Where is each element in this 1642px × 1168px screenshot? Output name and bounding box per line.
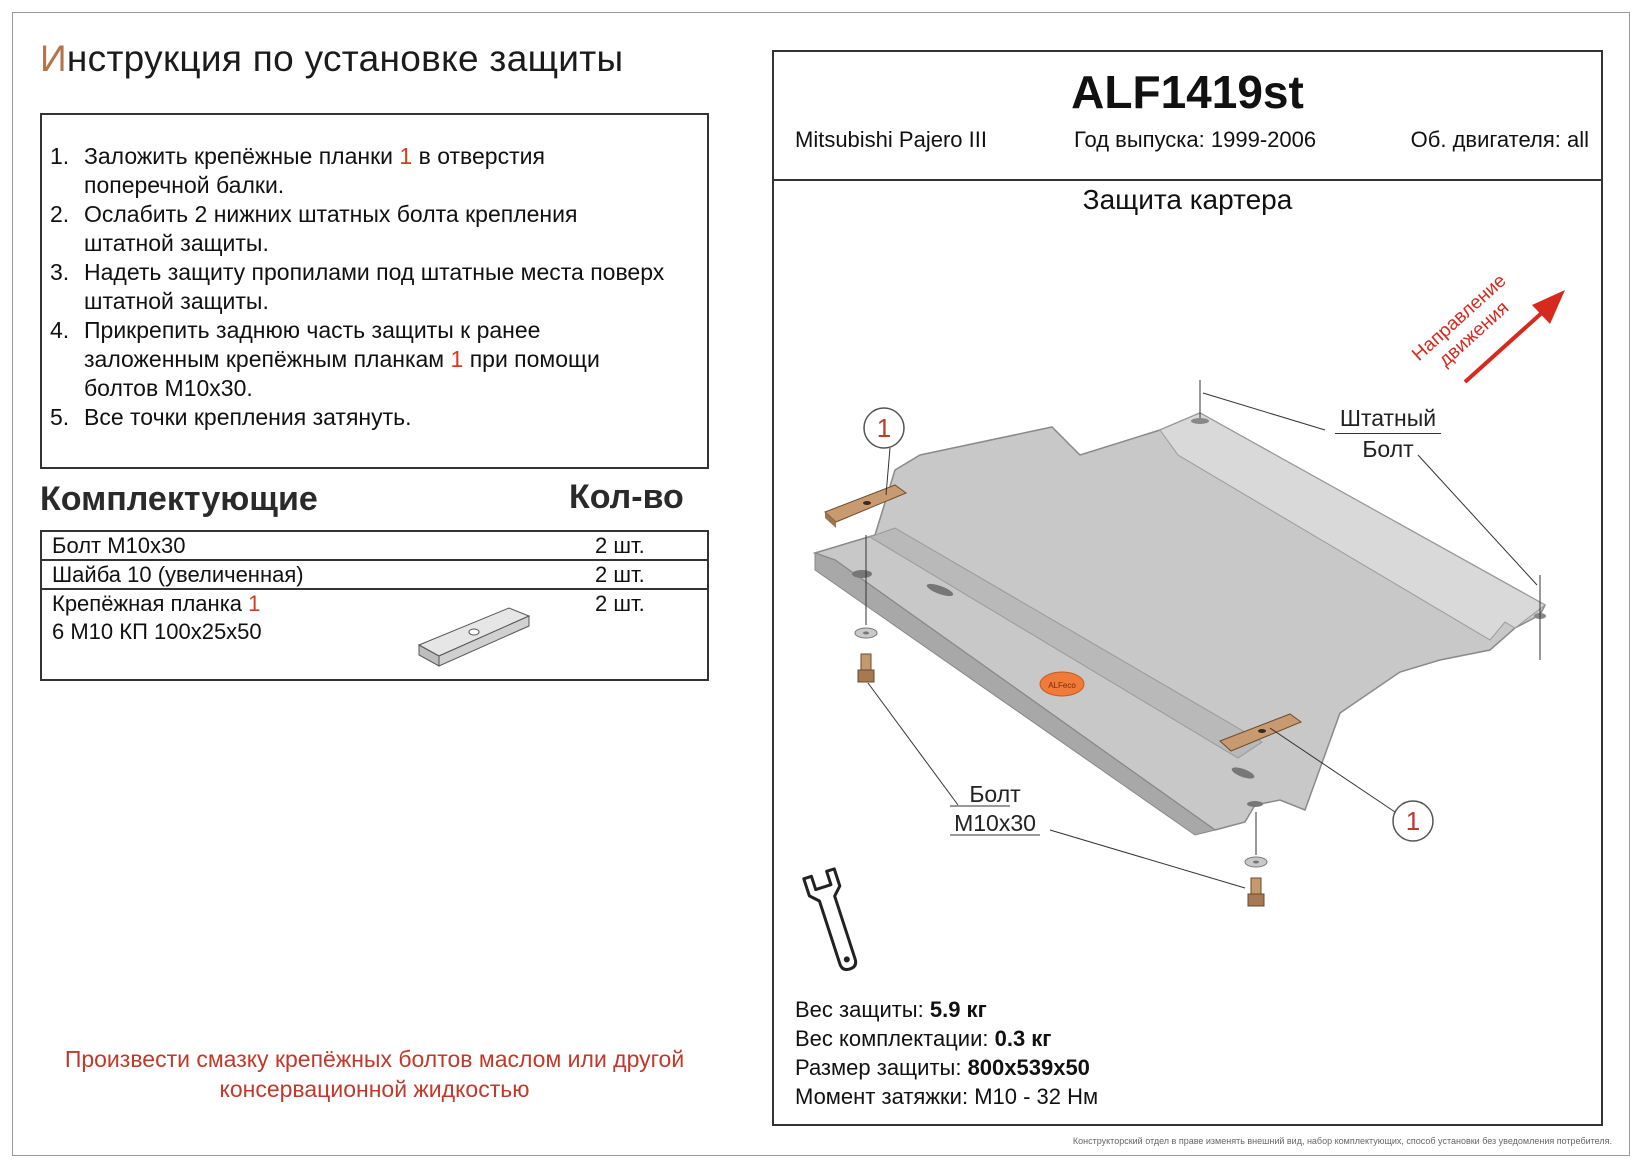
logo-badge: [1039, 671, 1085, 697]
kit-table: Болт М10х30 2 шт. Шайба 10 (увеличенная)…: [40, 530, 709, 681]
product-code: ALF1419st: [1071, 66, 1304, 118]
slot: [926, 583, 954, 597]
spec-torque: Момент затяжки: М10 - 32 Нм: [795, 1084, 1099, 1109]
instruction-step: 1.Заложить крепёжные планки 1 в отверсти…: [50, 143, 545, 198]
plate-channel: [868, 527, 1263, 759]
specs-list: Вес защиты: 5.9 кг Вес комплектации: 0.3…: [795, 995, 1098, 1111]
instruction-step: 5.Все точки крепления затянуть.: [50, 404, 412, 430]
spec-weight: Вес защиты: 5.9 кг: [795, 997, 987, 1022]
instruction-step: 3.Надеть защиту пропилами под штатные ме…: [50, 259, 665, 314]
kit-row: Шайба 10 (увеличенная) 2 шт.: [42, 561, 707, 590]
direction-arrow: [1463, 308, 1547, 384]
disclaimer: Конструкторский отдел в праве изменять в…: [1072, 1136, 1612, 1146]
spec-kit-weight: Вес комплектации: 0.3 кг: [795, 1026, 1052, 1051]
callout-number: 1: [877, 413, 891, 443]
slot: [1231, 767, 1255, 779]
qty-heading: Кол-во: [569, 478, 684, 516]
callout-circle: [863, 407, 905, 449]
leader-line: [1417, 454, 1538, 586]
kit-row: Болт М10х30 2 шт.: [42, 532, 707, 561]
page-title: Инструкция по установке защиты: [40, 38, 624, 79]
logo-text: ALFeco: [1048, 681, 1076, 690]
page-frame: [12, 12, 1630, 1156]
spec-size: Размер защиты: 800х539х50: [795, 1055, 1090, 1080]
instruction-step: 2.Ослабить 2 нижних штатных болта крепле…: [50, 201, 578, 256]
slot: [1247, 801, 1263, 807]
slot: [1191, 418, 1209, 424]
vehicle-model: Mitsubishi Pajero III: [795, 127, 987, 152]
bolt-label: Болт М10х30: [954, 781, 1036, 836]
instructions-box: 1.Заложить крепёжные планки 1 в отверсти…: [40, 113, 709, 469]
stock-bolt-label: Штатный Болт: [1335, 403, 1441, 464]
product-panel: ALF1419st Mitsubishi Pajero III Год выпу…: [772, 50, 1603, 1126]
skid-plate: [812, 412, 1546, 831]
bracket-plate-image: [417, 607, 531, 667]
instruction-list: 1.Заложить крепёжные планки 1 в отверсти…: [50, 142, 714, 432]
callout-number: 1: [1406, 806, 1420, 836]
leader-line: [1202, 392, 1326, 431]
model-years: Год выпуска: 1999-2006: [1074, 127, 1317, 152]
kit-heading: Комплектующие: [40, 480, 318, 518]
bracket-plate-edge: [825, 512, 836, 528]
instruction-step: 4.Прикрепить заднюю часть защиты к ранее…: [50, 317, 600, 401]
callout-circle: [1392, 800, 1434, 842]
leader-line: [1049, 829, 1246, 889]
leader-line: [867, 682, 959, 806]
engine-volume: Об. двигателя: all: [1410, 127, 1589, 152]
lubrication-note: Произвести смазку крепёжных болтов масло…: [64, 1046, 685, 1102]
wrench-icon: [802, 867, 858, 972]
slot: [852, 570, 872, 578]
header-divider: [774, 179, 1601, 181]
plate-flange: [814, 552, 1217, 836]
plate-rib: [1159, 412, 1546, 641]
product-name: Защита картера: [1082, 184, 1293, 215]
